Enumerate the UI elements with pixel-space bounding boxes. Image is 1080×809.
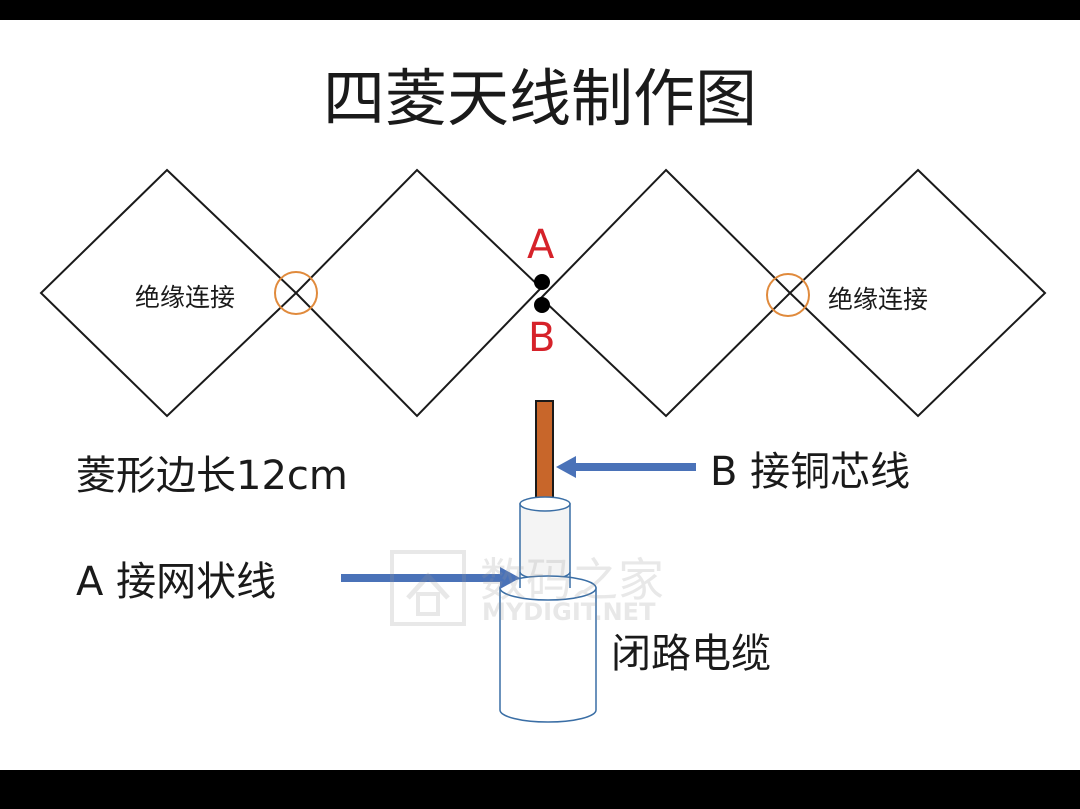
diagram-title: 四菱天线制作图 <box>322 62 757 135</box>
watermark-text-cn: 数码之家 <box>480 553 664 607</box>
watermark-text-en: MYDIGIT.NET <box>482 598 656 626</box>
watermark-logo-icon <box>390 550 466 626</box>
feed-point-a-dot <box>534 274 550 290</box>
feed-point-b-dot <box>534 297 550 313</box>
antenna-drawing <box>39 168 1047 723</box>
arrow-right-icon <box>341 567 520 589</box>
inner-insulation-top <box>519 496 571 512</box>
watermark: 数码之家 MYDIGIT.NET <box>388 540 688 630</box>
label-b-copper-core: B 接铜芯线 <box>710 449 911 495</box>
label-feed-point-b: B <box>528 315 556 361</box>
diagram-canvas: 数码之家 MYDIGIT.NET 四菱天线制作图 绝缘连接 绝缘连接 A B 菱… <box>0 20 1080 770</box>
label-right-insulated-joint: 绝缘连接 <box>828 285 929 314</box>
label-side-length: 菱形边长12cm <box>76 453 348 499</box>
rhombus-1 <box>39 168 298 418</box>
insulator-ring-icon <box>274 271 318 315</box>
label-left-insulated-joint: 绝缘连接 <box>135 283 236 312</box>
rhombus-3 <box>539 168 792 418</box>
rhombus-4 <box>788 168 1047 418</box>
label-coax-cable: 闭路电缆 <box>611 631 771 677</box>
copper-core-wire <box>535 400 554 510</box>
insulator-ring-icon <box>766 273 810 317</box>
cable-jacket-body <box>499 587 597 723</box>
rhombus-2 <box>294 168 543 418</box>
inner-insulation-overlap <box>519 572 571 588</box>
arrow-left-icon <box>556 456 696 478</box>
label-feed-point-a: A <box>527 222 555 268</box>
label-a-mesh-shield: A 接网状线 <box>76 559 277 605</box>
